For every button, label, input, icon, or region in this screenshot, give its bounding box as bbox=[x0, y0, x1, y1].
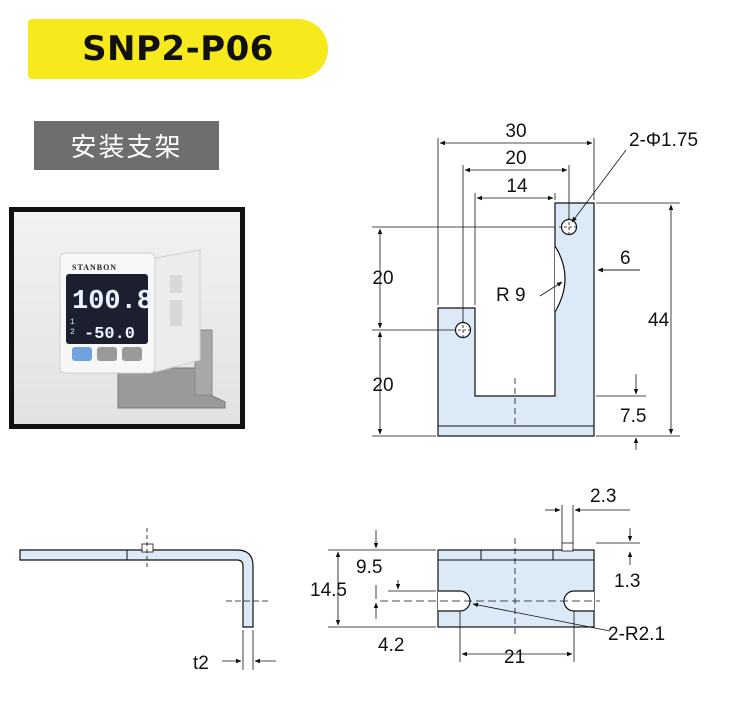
bracket-front-outline bbox=[437, 202, 595, 437]
bracket-bottom-outline bbox=[437, 549, 595, 628]
dim-2-3: 2.3 bbox=[590, 486, 616, 507]
dim-14-5: 14.5 bbox=[310, 580, 347, 601]
slot-callout: 2-R2.1 bbox=[608, 624, 665, 645]
dim-1-3: 1.3 bbox=[614, 571, 640, 592]
dim-bottom-7-5: 7.5 bbox=[620, 406, 646, 427]
sensor-side-port-1 bbox=[170, 275, 182, 293]
dim-offset-6: 6 bbox=[620, 248, 631, 269]
dim-thickness: t2 bbox=[193, 653, 209, 674]
sensor-illustration: STANBON 100.8 1 2 -50.0 bbox=[59, 249, 226, 409]
dim-width-20: 20 bbox=[505, 148, 526, 169]
section-label: 安装支架 bbox=[34, 121, 219, 170]
page-title: SNP2-P06 bbox=[82, 29, 274, 69]
slot-leader bbox=[472, 602, 611, 632]
dim-width-14: 14 bbox=[506, 176, 528, 197]
side-view: t2 bbox=[19, 528, 276, 674]
dim-height-lower: 20 bbox=[372, 375, 393, 396]
dim-4-2: 4.2 bbox=[378, 635, 404, 656]
bottom-view: 2.3 1.3 14.5 9.5 4.2 2-R2.1 21 bbox=[310, 486, 665, 668]
lcd-channel-1: 1 bbox=[70, 318, 75, 327]
sensor-button-3 bbox=[122, 347, 142, 361]
lcd-main-value: 100.8 bbox=[72, 287, 153, 317]
sensor-button-1 bbox=[72, 347, 92, 361]
dim-width-30: 30 bbox=[505, 121, 526, 142]
hole-leader bbox=[571, 149, 627, 223]
lcd-channel-2: 2 bbox=[70, 328, 75, 337]
dim-21: 21 bbox=[504, 647, 525, 668]
radius-notch bbox=[554, 245, 566, 313]
dim-height-upper: 20 bbox=[372, 268, 393, 289]
sensor-button-2 bbox=[97, 347, 117, 361]
dim-height-44: 44 bbox=[648, 310, 670, 331]
title-banner bbox=[28, 19, 328, 79]
lcd-screen bbox=[66, 274, 148, 344]
bracket-side-outline bbox=[19, 549, 254, 628]
hole-callout: 2-Φ1.75 bbox=[629, 130, 698, 151]
photo-brand: STANBON bbox=[72, 263, 117, 272]
front-view: 30 20 14 2-Φ1.75 20 20 R 9 6 44 bbox=[372, 121, 698, 450]
sensor-side-port-2 bbox=[170, 300, 182, 326]
lcd-sub-value: -50.0 bbox=[84, 325, 135, 344]
dim-9-5: 9.5 bbox=[356, 557, 382, 578]
radius-label: R 9 bbox=[496, 285, 526, 306]
side-hole-marker bbox=[141, 543, 154, 553]
